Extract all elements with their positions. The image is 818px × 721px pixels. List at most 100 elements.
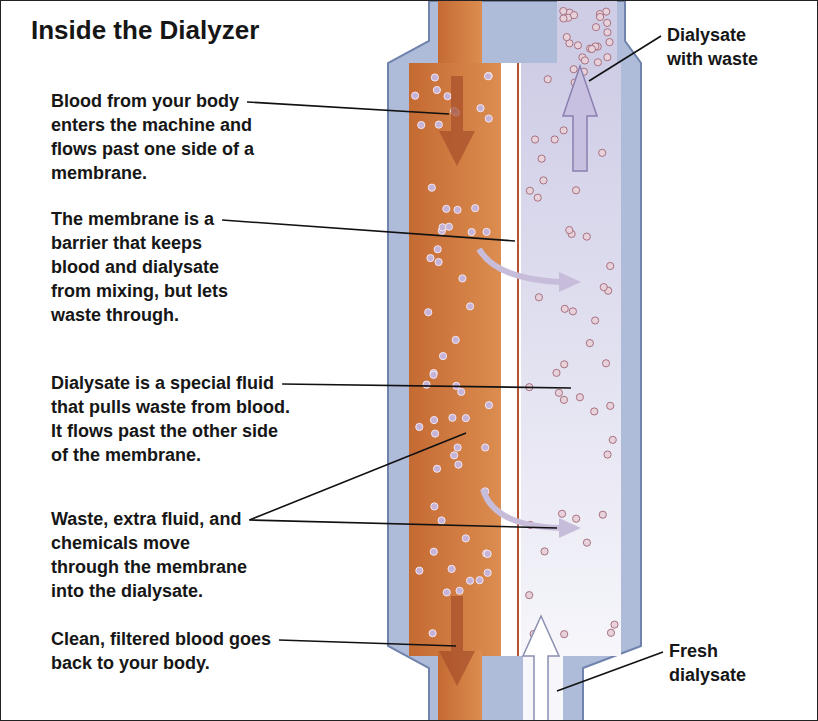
waste-particle [553, 369, 560, 376]
transfer-arrow [479, 249, 561, 282]
waste-particle [452, 336, 459, 343]
waste-particle [606, 39, 613, 46]
waste-particle [483, 228, 490, 235]
waste-particle [435, 121, 442, 128]
dialysate-out-arrow [563, 66, 597, 171]
waste-particle [449, 414, 456, 421]
waste-particle [570, 12, 577, 19]
waste-particle [560, 15, 567, 22]
waste-particle [569, 308, 576, 315]
waste-particle [591, 408, 598, 415]
waste-particle [602, 360, 609, 367]
waste-particle [433, 465, 440, 472]
dialysate-outlet [557, 1, 617, 73]
waste-particle [423, 381, 430, 388]
waste-particle [561, 361, 568, 368]
callout-text: Blood from your body enters the machine … [51, 89, 266, 185]
blood-in-arrow [439, 76, 475, 166]
waste-particle [570, 66, 577, 73]
waste-particle [484, 550, 491, 557]
leader-line [589, 36, 661, 81]
waste-particle [551, 136, 558, 143]
waste-particle [604, 29, 611, 36]
dialyzer-housing [388, 1, 641, 721]
waste-particle [599, 149, 606, 156]
blood-out-arrow [439, 596, 475, 686]
waste-particle [538, 155, 545, 162]
blood-inlet [438, 1, 482, 73]
waste-particle [558, 510, 565, 517]
waste-particle [572, 187, 579, 194]
waste-particle [573, 515, 580, 522]
waste-particle [592, 24, 599, 31]
leader-lines [222, 36, 663, 691]
waste-particle [445, 223, 452, 230]
waste-particle [448, 565, 455, 572]
leader-line [249, 433, 466, 520]
waste-particle [431, 503, 438, 510]
waste-particle [431, 74, 438, 81]
waste-particle [560, 7, 567, 14]
leader-line [557, 652, 663, 691]
waste-particle [468, 228, 475, 235]
callout-text: Dialysate is a special fluid that pulls … [51, 371, 296, 467]
waste-particle [607, 402, 614, 409]
waste-particle [583, 233, 590, 240]
waste-particle [604, 451, 611, 458]
waste-particle [462, 415, 469, 422]
waste-particle [455, 461, 462, 468]
waste-particle [599, 511, 606, 518]
waste-particle [443, 589, 450, 596]
waste-particle [535, 294, 542, 301]
transfer-arrowhead [559, 518, 581, 538]
waste-particle [429, 630, 436, 637]
waste-particle [456, 587, 463, 594]
waste-particle [444, 93, 451, 100]
leader-line [249, 520, 557, 528]
waste-particle [563, 33, 570, 40]
waste-particle [583, 539, 590, 546]
waste-particle [443, 205, 450, 212]
membrane [501, 63, 521, 656]
waste-particle [458, 388, 465, 395]
transfer-arrow [483, 489, 561, 528]
waste-particle [485, 72, 492, 79]
waste-particle [438, 517, 445, 524]
waste-particle [566, 226, 573, 233]
waste-particle [561, 305, 568, 312]
waste-particle [526, 187, 533, 194]
callout-text: Clean, filtered blood goes back to your … [51, 627, 276, 675]
waste-particle [439, 352, 446, 359]
waste-particle [561, 631, 568, 638]
waste-particle [611, 621, 618, 628]
waste-particle [482, 444, 489, 451]
waste-particle [484, 569, 491, 576]
dialysate-channel [521, 63, 621, 656]
waste-particle [484, 73, 491, 80]
transfer-arrowhead [559, 272, 581, 292]
waste-particle [485, 115, 492, 122]
waste-particle [425, 309, 432, 316]
membrane-line [517, 63, 519, 656]
waste-particle [430, 416, 437, 423]
waste-particle [576, 394, 583, 401]
waste-particle [600, 284, 607, 291]
waste-particle [596, 13, 603, 20]
waste-particle [433, 86, 440, 93]
callout-text: Dialysate with waste [667, 23, 779, 71]
waste-particle [431, 430, 438, 437]
waste-particle [574, 42, 581, 49]
waste-particle [609, 436, 616, 443]
waste-particle [586, 340, 593, 347]
waste-particle [592, 317, 599, 324]
waste-particle [560, 396, 567, 403]
callout-text: Fresh dialysate [669, 639, 769, 687]
waste-particle [459, 275, 466, 282]
waste-particle [604, 19, 611, 26]
waste-particle [454, 206, 461, 213]
waste-particle [434, 246, 441, 253]
callout-text: Waste, extra fluid, and chemicals move t… [51, 507, 251, 603]
waste-particle [428, 184, 435, 191]
callout-text: The membrane is a barrier that keeps blo… [51, 207, 256, 327]
